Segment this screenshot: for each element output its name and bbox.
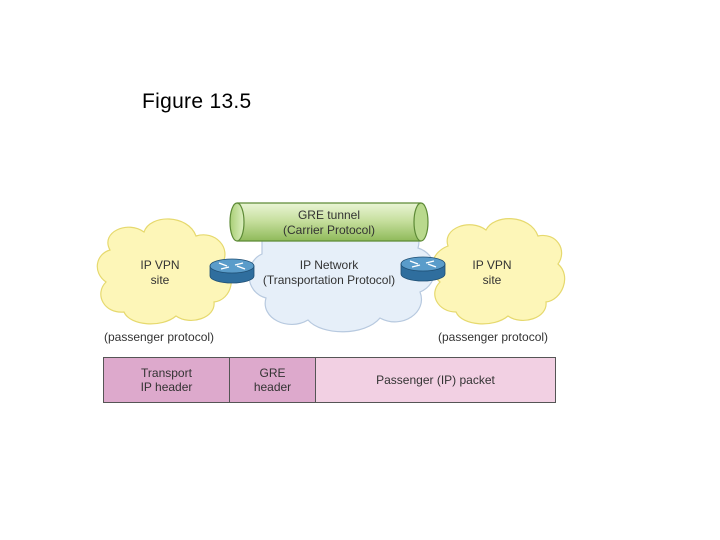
packet-gre-header: GRE header <box>230 358 316 402</box>
left-vpn-cloud <box>96 218 232 325</box>
right-vpn-cloud <box>431 218 566 325</box>
right-site-caption: (passenger protocol) <box>437 330 549 344</box>
packet-transport-header: Transport IP header <box>104 358 230 402</box>
tunnel-label: GRE tunnel (Carrier Protocol) <box>282 208 375 237</box>
left-site-label: IP VPN site <box>140 258 180 287</box>
packet-frame <box>103 357 556 403</box>
network-label: IP Network (Transportation Protocol) <box>262 258 396 287</box>
left-router-icon <box>209 258 255 284</box>
packet-payload: Passenger (IP) packet <box>316 358 555 402</box>
left-site-caption: (passenger protocol) <box>103 330 215 344</box>
figure-title: Figure 13.5 <box>142 90 252 113</box>
gre-tunnel <box>229 202 429 242</box>
right-router-icon <box>400 256 446 282</box>
right-site-label: IP VPN site <box>472 258 512 287</box>
